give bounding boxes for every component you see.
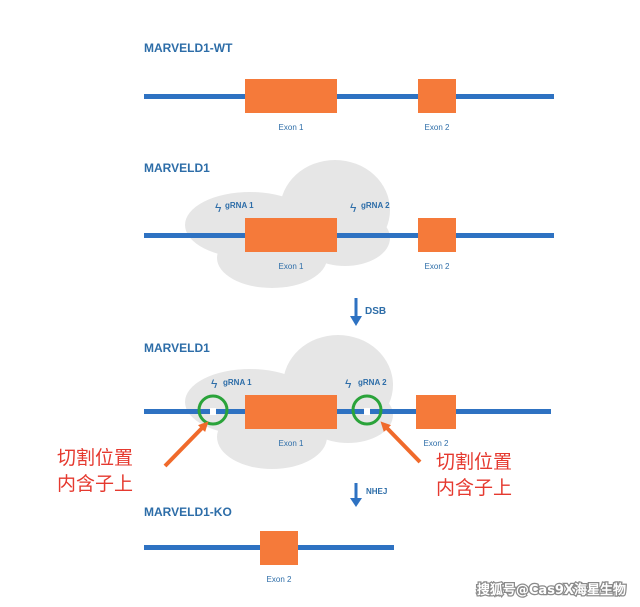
- cut-site-circle-right: [351, 394, 383, 426]
- pointer-arrow-left: [163, 421, 209, 468]
- exon-2-box: [418, 218, 456, 252]
- exon-1-label: Exon 1: [279, 262, 304, 271]
- exon-2-box: [260, 531, 298, 565]
- panel-targeting-title: MARVELD1: [144, 161, 210, 175]
- dna-strand: [144, 233, 554, 238]
- panel-wt-title: MARVELD1-WT: [144, 41, 233, 55]
- step-dsb-label: DSB: [365, 306, 386, 317]
- exon-2-label: Exon 2: [425, 123, 450, 132]
- dna-strand: [144, 94, 554, 99]
- exon-2-box: [418, 79, 456, 113]
- panel-ko-title: MARVELD1-KO: [144, 505, 232, 519]
- lightning-icon: ϟ: [345, 377, 352, 391]
- cut-gap: [364, 408, 370, 415]
- exon-2-box: [416, 395, 456, 429]
- exon-2-label: Exon 2: [424, 439, 449, 448]
- step-arrow-head: [350, 498, 362, 507]
- grna-2-label: gRNA 2: [361, 201, 390, 210]
- step-nhej: NHEJ: [350, 483, 387, 507]
- panel-cut-title: MARVELD1: [144, 341, 210, 355]
- grna-2-label: gRNA 2: [358, 378, 387, 387]
- exon-1-label: Exon 1: [279, 439, 304, 448]
- lightning-icon: ϟ: [215, 201, 222, 215]
- panel-targeting: MARVELD1 ϟ gRNA 1 ϟ gRNA 2 Exon 1 Exon 2: [144, 160, 554, 288]
- exon-1-box: [245, 218, 337, 252]
- cut-site-circle-left: [197, 394, 229, 426]
- exon-1-box: [245, 79, 337, 113]
- grna-1-label: gRNA 1: [225, 201, 254, 210]
- annotation-left-line1: 切割位置: [57, 447, 133, 469]
- panel-cut: MARVELD1 ϟ gRNA 1 ϟ gRNA 2 Exon 1 Exon 2: [144, 335, 551, 469]
- annotation-right: 切割位置 内含子上: [436, 451, 512, 499]
- annotation-right-line2: 内含子上: [436, 477, 512, 499]
- exon-1-box: [245, 395, 337, 429]
- lightning-icon: ϟ: [350, 201, 357, 215]
- annotation-left-line2: 内含子上: [57, 473, 133, 495]
- exon-1-label: Exon 1: [279, 123, 304, 132]
- dna-strand: [144, 409, 551, 414]
- watermark-text: 搜狐号@Cas9X海星生物: [477, 582, 626, 598]
- pointer-arrow-right: [380, 421, 422, 464]
- annotation-left: 切割位置 内含子上: [57, 447, 133, 495]
- panel-ko: MARVELD1-KO Exon 2: [144, 505, 394, 584]
- watermark: 搜狐号@Cas9X海星生物: [476, 581, 628, 600]
- step-arrow-head: [350, 316, 362, 326]
- exon-2-label: Exon 2: [267, 575, 292, 584]
- step-dsb: DSB: [350, 298, 386, 326]
- panel-wt: MARVELD1-WT Exon 1 Exon 2: [144, 41, 554, 132]
- grna-1-label: gRNA 1: [223, 378, 252, 387]
- lightning-icon: ϟ: [211, 377, 218, 391]
- annotation-right-line1: 切割位置: [436, 451, 512, 473]
- step-nhej-label: NHEJ: [366, 487, 387, 496]
- exon-2-label: Exon 2: [425, 262, 450, 271]
- cut-gap: [210, 408, 216, 415]
